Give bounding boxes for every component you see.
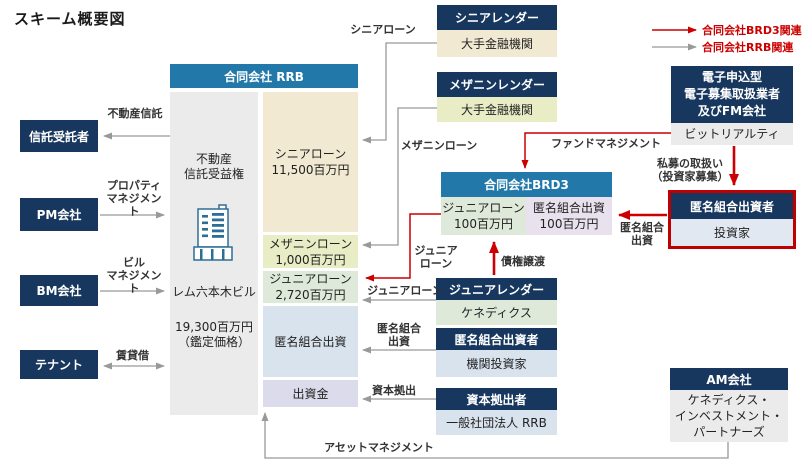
label-debt-transfer: 債権譲渡: [501, 255, 545, 268]
capital-provider-box: 資本拠出者 一般社団法人 RRB: [436, 388, 557, 435]
label-private-placement: 私募の取扱い （投資家募集）: [651, 157, 729, 183]
tenant-box: テナント: [20, 350, 98, 379]
label-lease: 賃貸借: [116, 349, 149, 362]
pm-company-box: PM会社: [20, 198, 98, 231]
am-company-box: AM会社 ケネディクス・ インベストメント・ パートナーズ: [670, 368, 788, 442]
label-property-mgmt: プロパティ マネジメント: [106, 179, 162, 218]
fm-company-body: ビットリアルティ: [671, 123, 793, 145]
rrb-senior-loan-cell: シニアローン 11,500百万円: [263, 92, 358, 232]
label-fund-mgmt: ファンドマネジメント: [551, 137, 661, 150]
label-asset-mgmt: アセットマネジメント: [324, 441, 434, 454]
fund-mgmt-arrow: [521, 132, 671, 169]
asset-mgmt-arrow: [261, 412, 729, 459]
trustee-box: 信託受託者: [20, 120, 98, 152]
legend-brd3-label: 合同会社BRD3関連: [702, 24, 802, 37]
bm-company-box: BM会社: [20, 275, 98, 306]
mezz-loan-arrow: [362, 107, 437, 249]
fm-company-box: 電子申込型 電子募集取扱業者 及びFM会社 ビットリアルティ: [671, 66, 793, 145]
legend-rrb-label: 合同会社RRB関連: [702, 41, 794, 54]
rrb-junior-loan-cell: ジュニアローン 2,720百万円: [263, 271, 358, 303]
label-mezz-loan: メザニンローン: [400, 139, 478, 152]
senior-lender-box: シニアレンダー 大手金融機関: [437, 5, 557, 57]
rrb-capital-cell: 出資金: [263, 380, 358, 407]
rrb-mezz-loan-cell: メザニンローン 1,000百万円: [263, 235, 358, 268]
mezz-lender-box: メザニンレンダー 大手金融機関: [437, 72, 557, 122]
junior-lender-box: ジュニアレンダー ケネディクス: [436, 278, 557, 325]
label-senior-loan: シニアローン: [350, 23, 416, 36]
brd3-tk-cell: 匿名組合出資 100百万円: [526, 197, 612, 235]
appraisal-value: 19,300百万円 （鑑定価格）: [175, 320, 253, 349]
rrb-tk-cell: 匿名組合出資: [263, 306, 358, 377]
brd3-junior-cell: ジュニアローン 100百万円: [441, 197, 526, 235]
senior-loan-arrow: [362, 42, 437, 144]
label-junior-loan-gray: ジュニアローン: [367, 284, 443, 297]
fm-company-title: 電子申込型 電子募集取扱業者 及びFM会社: [671, 66, 793, 123]
label-tk-contribution-gray: 匿名組合 出資: [377, 322, 421, 348]
page-title: スキーム概要図: [14, 10, 126, 28]
label-tk-contribution-red: 匿名組合 出資: [620, 221, 664, 247]
rrb-asset-panel: 不動産 信託受益権 レム六本木ビル 19,300百万円 （鑑定価格）: [170, 92, 258, 415]
label-junior-loan-red: ジュニア ローン: [414, 244, 458, 270]
junior-loan-red-arrow: [365, 213, 441, 282]
investor-box: 匿名組合出資者 投資家: [668, 190, 796, 249]
tk-investor-box: 匿名組合出資者 機関投資家: [436, 328, 557, 377]
building-name: レム六本木ビル: [172, 285, 256, 299]
rrb-header: 合同会社 RRB: [170, 64, 358, 88]
label-capital-contribution: 資本拠出: [372, 384, 416, 397]
building-icon: [193, 204, 233, 261]
label-building-mgmt: ビル マネジメント: [106, 256, 162, 295]
brd3-header: 合同会社BRD3: [441, 172, 612, 197]
trust-beneficiary-label: 不動産 信託受益権: [183, 152, 244, 181]
am-company-body: ケネディクス・ インベストメント・ パートナーズ: [670, 390, 788, 442]
label-real-estate-trust: 不動産信託: [107, 107, 163, 120]
